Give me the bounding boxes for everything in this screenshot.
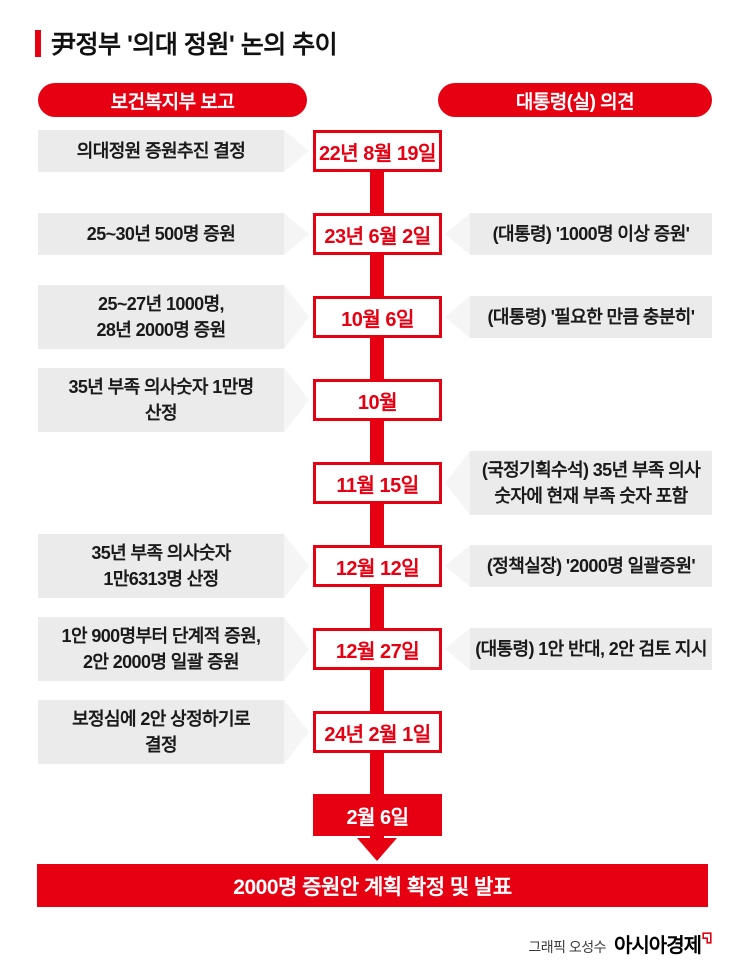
date-box-row5: 11월 15일 <box>313 462 442 504</box>
president-callout-row2-text: (대통령) '1000명 이상 증원' <box>492 224 690 244</box>
date-box-row9-final: 2월 6일 <box>313 794 442 836</box>
credit-line: 그래픽 오성수 아시아경제 <box>528 929 712 958</box>
column-header-ministry-label: 보건복지부 보고 <box>110 91 235 113</box>
date-row3: 10월 6일 <box>341 308 414 331</box>
date-row5: 11월 15일 <box>336 474 419 497</box>
date-box-row8: 24년 2월 1일 <box>313 711 442 753</box>
title-accent-bar <box>35 29 41 57</box>
date-row6: 12월 12일 <box>335 557 420 580</box>
date-row7: 12월 27일 <box>335 640 420 663</box>
graphic-credit-text: 그래픽 오성수 <box>528 939 606 955</box>
ministry-callout-row3: 25~27년 1000명, 28년 2000명 증원 <box>38 285 284 349</box>
ministry-callout-row6: 35년 부족 의사숫자 1만6313명 산정 <box>38 534 284 598</box>
president-callout-row7: (대통령) 1안 반대, 2안 검토 지시 <box>470 628 712 670</box>
ministry-callout-row4-text: 35년 부족 의사숫자 1만명 산정 <box>68 377 254 423</box>
column-header-president-label: 대통령(실) 의견 <box>515 91 635 113</box>
ministry-callout-row1-text: 의대정원 증원추진 결정 <box>76 141 246 161</box>
president-callout-row3: (대통령) '필요한 만큼 충분히' <box>470 296 712 338</box>
president-callout-row7-text: (대통령) 1안 반대, 2안 검토 지시 <box>475 639 707 659</box>
brand-wordmark: 아시아경제 <box>614 929 712 958</box>
president-callout-row5: (국정기획수석) 35년 부족 의사 숫자에 현재 부족 숫자 포함 <box>470 451 712 515</box>
asia-economy-logo-mark-icon <box>702 927 712 950</box>
date-box-row6: 12월 12일 <box>313 545 442 587</box>
ministry-callout-row7: 1안 900명부터 단계적 증원, 2안 2000명 일괄 증원 <box>38 617 284 681</box>
page-title: 尹정부 '의대 정원' 논의 추이 <box>51 31 338 59</box>
ministry-callout-row3-text: 25~27년 1000명, 28년 2000명 증원 <box>96 294 226 340</box>
final-announcement-text: 2000명 증원안 계획 확정 및 발표 <box>233 875 512 899</box>
ministry-callout-row6-text: 35년 부족 의사숫자 1만6313명 산정 <box>91 543 231 589</box>
page-title-block: 尹정부 '의대 정원' 논의 추이 <box>35 27 338 59</box>
ministry-callout-row8: 보정심에 2안 상정하기로 결정 <box>38 700 284 764</box>
timeline-arrow-down-icon <box>357 838 397 861</box>
date-row8: 24년 2월 1일 <box>324 723 431 746</box>
column-header-ministry: 보건복지부 보고 <box>38 83 307 117</box>
ministry-callout-row8-text: 보정심에 2안 상정하기로 결정 <box>72 709 250 755</box>
date-box-row4: 10월 <box>313 379 442 421</box>
president-callout-row3-text: (대통령) '필요한 만큼 충분히' <box>487 307 696 327</box>
date-row9: 2월 6일 <box>346 806 409 829</box>
date-box-row2: 23년 6월 2일 <box>313 213 442 255</box>
date-box-row7: 12월 27일 <box>313 628 442 670</box>
column-header-president: 대통령(실) 의견 <box>438 83 712 117</box>
date-box-row3: 10월 6일 <box>313 296 442 338</box>
president-callout-row6-text: (정책실장) '2000명 일괄증원' <box>486 556 696 576</box>
date-box-row1: 22년 8월 19일 <box>313 130 442 172</box>
brand-wordmark-text: 아시아경제 <box>614 935 702 957</box>
ministry-callout-row1: 의대정원 증원추진 결정 <box>38 130 284 172</box>
date-row4: 10월 <box>357 391 398 414</box>
president-callout-row5-text: (국정기획수석) 35년 부족 의사 숫자에 현재 부족 숫자 포함 <box>481 460 701 506</box>
date-row1: 22년 8월 19일 <box>319 142 436 165</box>
final-announcement-banner: 2000명 증원안 계획 확정 및 발표 <box>37 864 708 907</box>
ministry-callout-row2: 25~30년 500명 증원 <box>38 213 284 255</box>
president-callout-row6: (정책실장) '2000명 일괄증원' <box>470 545 712 587</box>
president-callout-row2: (대통령) '1000명 이상 증원' <box>470 213 712 255</box>
date-row2: 23년 6월 2일 <box>324 225 431 248</box>
ministry-callout-row7-text: 1안 900명부터 단계적 증원, 2안 2000명 일괄 증원 <box>61 626 261 672</box>
ministry-callout-row2-text: 25~30년 500명 증원 <box>86 224 236 244</box>
ministry-callout-row4: 35년 부족 의사숫자 1만명 산정 <box>38 368 284 432</box>
